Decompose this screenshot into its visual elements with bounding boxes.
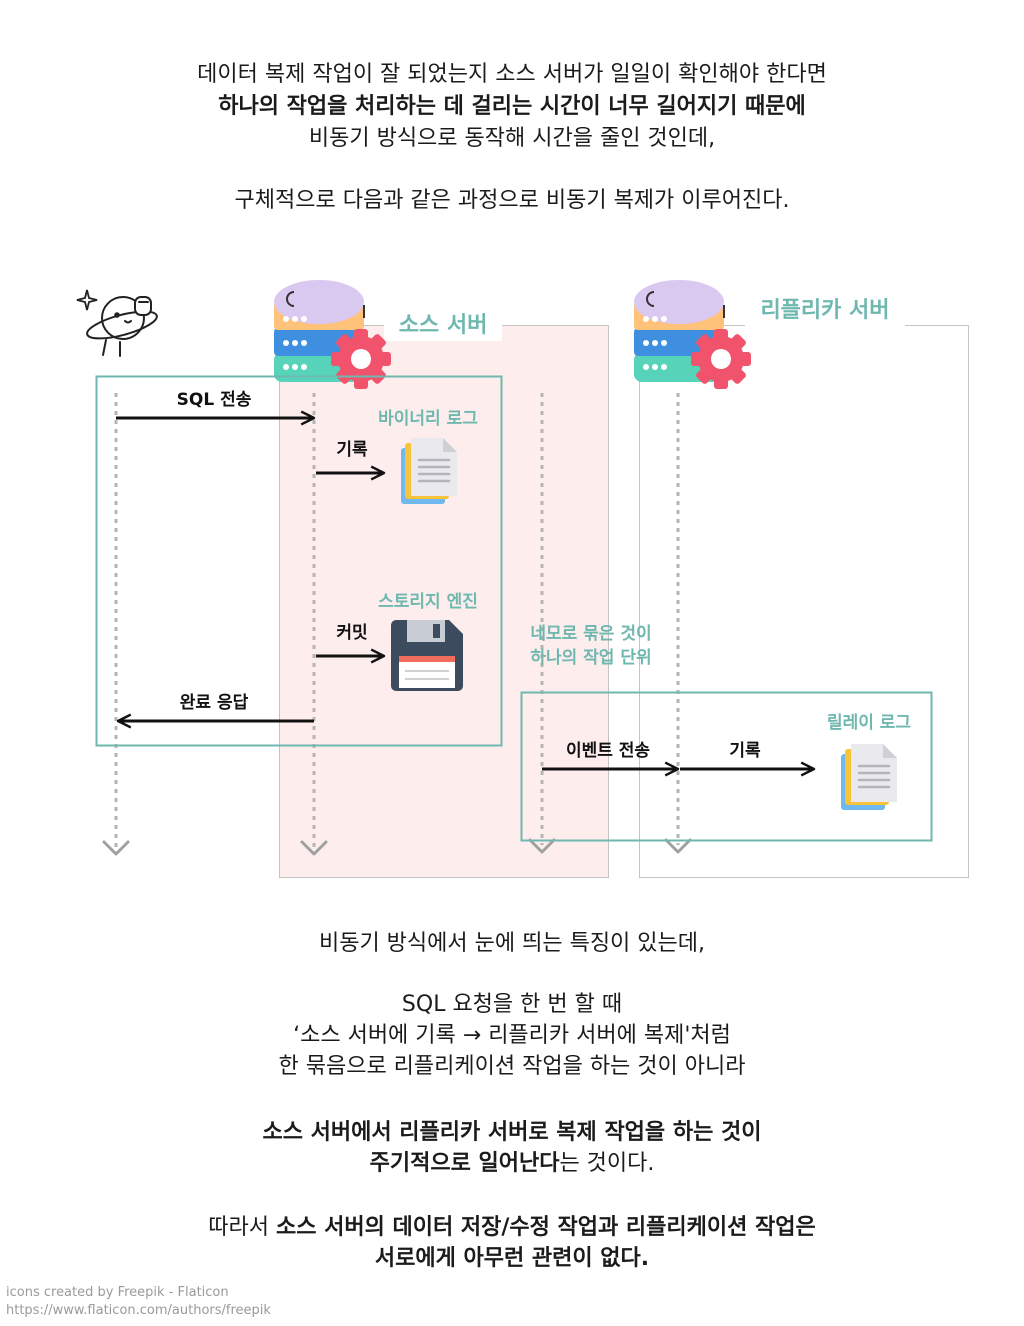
replica-server-area xyxy=(639,325,969,878)
relay-log-document-icon xyxy=(839,742,899,812)
intro-line-4: 구체적으로 다음과 같은 과정으로 비동기 복제가 이루어진다. xyxy=(234,188,790,213)
body-p2-line-1: SQL 요청을 한 번 할 때 xyxy=(401,992,623,1017)
relay-log-label: 릴레이 로그 xyxy=(827,713,911,733)
body-p2-line-2: ‘소스 서버에 기록 → 리플리카 서버에 복제'처럼 xyxy=(293,1023,731,1048)
body-p4-line-1-bold: 소스 서버의 데이터 저장/수정 작업과 리플리케이션 작업은 xyxy=(275,1215,816,1240)
source-server-label: 소스 서버 xyxy=(399,313,488,338)
storage-engine-label: 스토리지 엔진 xyxy=(378,592,478,612)
astronaut-planet-icon xyxy=(76,289,158,357)
intro-line-3: 비동기 방식으로 동작해 시간을 줄인 것인데, xyxy=(308,126,716,151)
replica-server-label: 리플리카 서버 xyxy=(760,298,889,323)
replica-database-gear-icon xyxy=(634,280,751,389)
source-database-gear-icon xyxy=(274,280,391,389)
body-p3-line-2: 주기적으로 일어난다는 것이다. xyxy=(0,1148,1024,1179)
complete-response-label: 완료 응답 xyxy=(180,693,249,713)
body-paragraph-2: SQL 요청을 한 번 할 때 ‘소스 서버에 기록 → 리플리카 서버에 복제… xyxy=(0,989,1024,1082)
credit-line-1: icons created by Freepik - Flaticon xyxy=(6,1285,229,1300)
body-p3-line-2-rest: 는 것이다. xyxy=(559,1151,655,1176)
replication-diagram: 소스 서버 리플리카 서버 xyxy=(76,280,969,878)
intro-line-1: 데이터 복제 작업이 잘 되었는지 소스 서버가 일일이 확인해야 한다면 xyxy=(197,62,827,87)
body-p4-line-1-pre: 따라서 xyxy=(208,1215,276,1240)
binary-log-document-icon xyxy=(399,436,459,506)
body-paragraph-3: 소스 서버에서 리플리카 서버로 복제 작업을 하는 것이 주기적으로 일어난다… xyxy=(0,1117,1024,1179)
box-note-line-2: 하나의 작업 단위 xyxy=(530,648,651,668)
source-work-unit-box xyxy=(95,375,503,747)
credit-line-2: https://www.flaticon.com/authors/freepik xyxy=(6,1303,271,1318)
body-p3-line-1: 소스 서버에서 리플리카 서버로 복제 작업을 하는 것이 xyxy=(262,1120,762,1145)
body-p3-line-2-bold: 주기적으로 일어난다 xyxy=(369,1151,560,1176)
body-p2-line-3: 한 묶음으로 리플리케이션 작업을 하는 것이 아니라 xyxy=(278,1054,746,1079)
body-p4-line-1: 따라서 소스 서버의 데이터 저장/수정 작업과 리플리케이션 작업은 xyxy=(0,1212,1024,1243)
floppy-disk-icon xyxy=(391,620,463,691)
sql-send-label: SQL 전송 xyxy=(177,390,252,410)
body-p4-line-2: 서로에게 아무런 관련이 없다. xyxy=(374,1246,650,1271)
box-note-line-1: 네모로 묶은 것이 xyxy=(530,624,651,644)
source-server-area xyxy=(279,325,609,878)
record-label: 기록 xyxy=(336,440,368,460)
body-paragraph-1: 비동기 방식에서 눈에 띄는 특징이 있는데, xyxy=(318,931,706,956)
intro-line-2: 하나의 작업을 처리하는 데 걸리는 시간이 너무 길어지기 때문에 xyxy=(218,94,806,119)
replication-work-unit-box xyxy=(520,691,933,842)
body-paragraph-4: 따라서 소스 서버의 데이터 저장/수정 작업과 리플리케이션 작업은 서로에게… xyxy=(0,1212,1024,1274)
record2-label: 기록 xyxy=(729,741,761,761)
event-send-label: 이벤트 전송 xyxy=(566,741,650,761)
binary-log-label: 바이너리 로그 xyxy=(378,409,478,429)
commit-label: 커밋 xyxy=(336,623,367,643)
